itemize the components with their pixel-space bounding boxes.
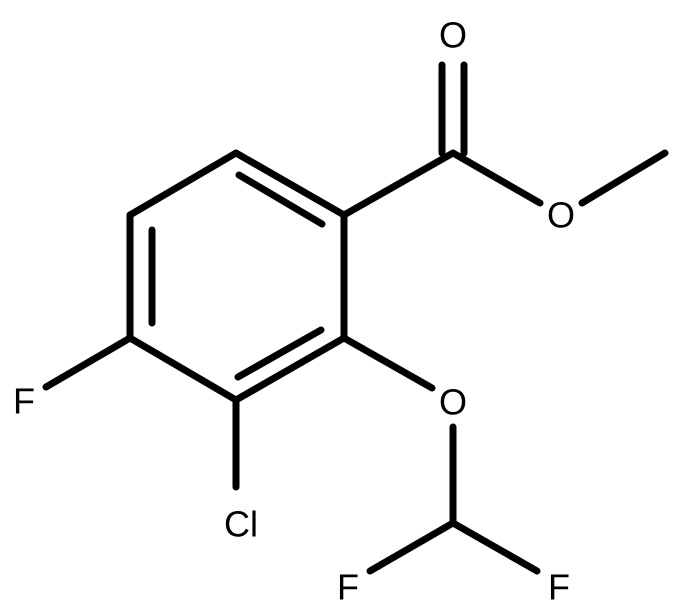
bond-ring-top-left-to-top bbox=[126, 149, 240, 219]
bond-ring-to-ether-oxygen bbox=[340, 334, 436, 392]
bond-ester-oxygen-to-methyl bbox=[578, 149, 669, 207]
bond-ring-bottom-right-to-bottom bbox=[232, 334, 348, 404]
atom-label-fluorine-ring: F bbox=[13, 381, 35, 422]
bond-ring-bottom-to-bottom-left bbox=[126, 334, 240, 404]
bond-ring-inner-top bbox=[235, 171, 326, 228]
bond-ring-to-carbonyl-carbon bbox=[340, 149, 457, 219]
atom-label-ester-oxygen: O bbox=[547, 195, 575, 236]
bond-ring-top-to-top-right bbox=[232, 149, 348, 219]
bond-ring-to-fluorine bbox=[42, 334, 134, 391]
atom-label-carbonyl-oxygen: O bbox=[439, 15, 467, 56]
atom-label-chlorine: Cl bbox=[224, 504, 258, 545]
bond-cf2-carbon-to-fluorine-right bbox=[449, 519, 541, 575]
atom-label-fluorine-right: F bbox=[548, 567, 570, 608]
bond-cf2-carbon-to-fluorine-left bbox=[366, 519, 457, 575]
bond-ring-inner-bottom bbox=[234, 326, 325, 381]
bond-carbonyl-carbon-to-ester-oxygen bbox=[449, 149, 544, 207]
atom-label-ether-oxygen: O bbox=[439, 382, 467, 423]
atom-label-fluorine-left: F bbox=[337, 567, 359, 608]
